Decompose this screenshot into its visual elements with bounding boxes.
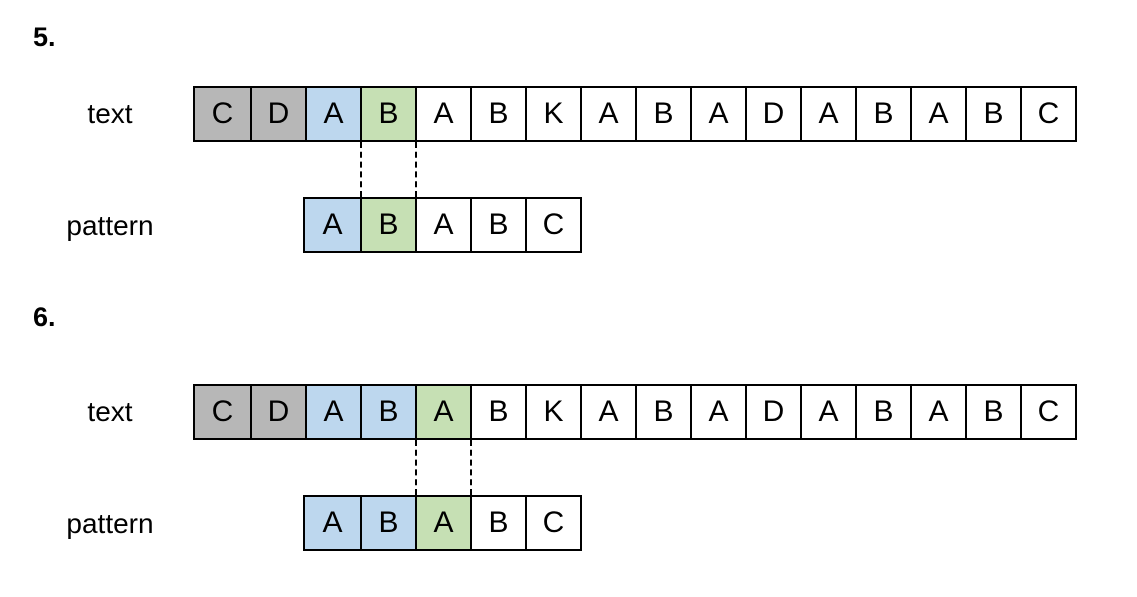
grid-cell: A [305,199,360,251]
grid-cell: A [800,386,855,438]
text-row-label: text [87,396,133,427]
grid-cell: D [745,386,800,438]
grid-cell: B [635,386,690,438]
grid-cell: C [1020,88,1075,140]
pattern-row-label: pattern [66,508,154,539]
grid-cell: B [635,88,690,140]
grid-cell: B [360,386,415,438]
grid-cell: A [305,88,360,140]
grid-cell: C [195,88,250,140]
grid-cell: A [415,497,470,549]
grid-cell: B [470,386,525,438]
grid-cell: A [690,88,745,140]
grid-cell: C [525,199,580,251]
grid-cell: D [250,386,305,438]
match-dash-line-left [415,440,417,495]
grid-cell: C [525,497,580,549]
grid-cell: B [470,88,525,140]
grid-cell: A [415,88,470,140]
grid-cell: K [525,88,580,140]
grid-cell: A [580,386,635,438]
pattern-row-label: pattern [66,210,154,241]
grid-cell: A [690,386,745,438]
step-number: 5. [33,22,56,52]
step-number: 6. [33,302,56,332]
match-dash-line-right [470,440,472,495]
grid-cell: B [965,386,1020,438]
match-dash-line-left [360,142,362,197]
grid-cell: B [965,88,1020,140]
grid-cell: B [855,88,910,140]
grid-cell: C [195,386,250,438]
grid-cell: B [855,386,910,438]
grid-cell: K [525,386,580,438]
grid-cell: A [910,386,965,438]
grid-cell: B [360,88,415,140]
grid-cell: C [1020,386,1075,438]
grid-cell: D [250,88,305,140]
grid-cell: A [415,199,470,251]
grid-cell: B [470,497,525,549]
grid-cell: A [800,88,855,140]
grid-cell: B [470,199,525,251]
match-dash-line-right [415,142,417,197]
grid-cell: A [305,497,360,549]
grid-cell: A [580,88,635,140]
grid-cell: D [745,88,800,140]
grid-cell: B [360,199,415,251]
grid-cell: B [360,497,415,549]
grid-cell: A [415,386,470,438]
text-row-label: text [87,98,133,129]
grid-cell: A [910,88,965,140]
grid-cell: A [305,386,360,438]
